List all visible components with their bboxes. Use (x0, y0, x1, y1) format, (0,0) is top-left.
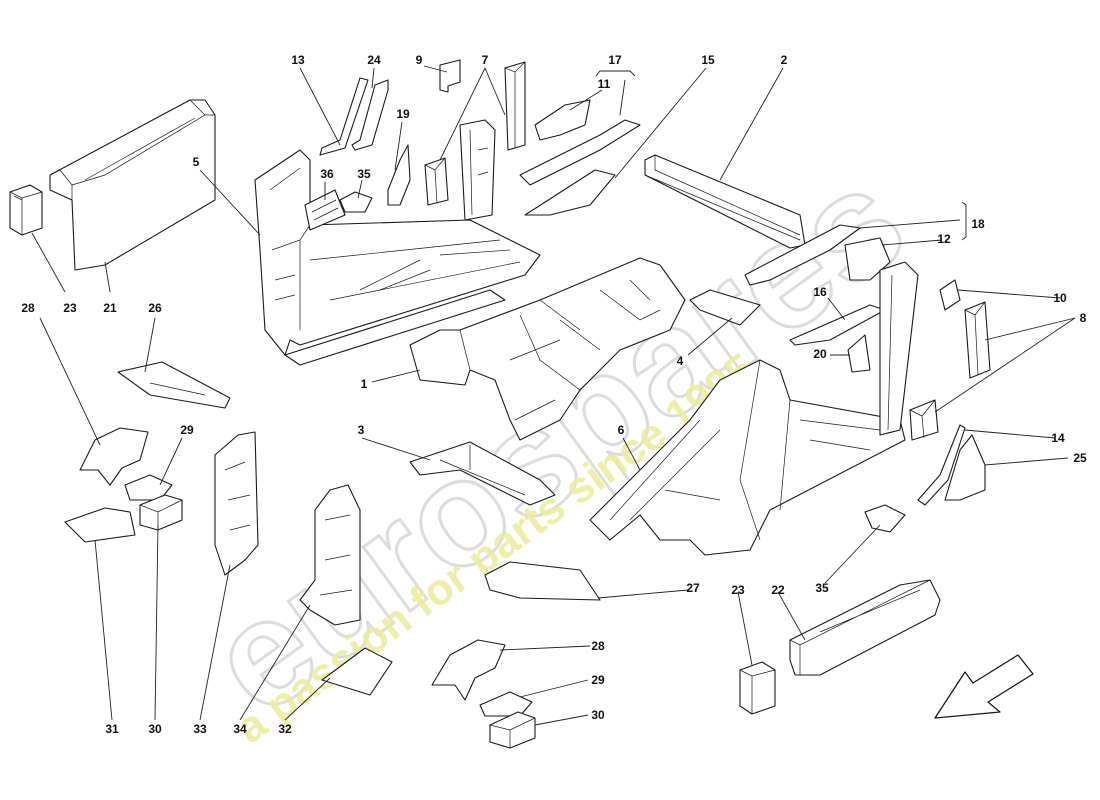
callout-24: 24 (367, 53, 381, 67)
callout-27: 27 (686, 581, 700, 595)
callout-28-lower: 28 (591, 639, 605, 653)
part-29-bracket-lower (479, 691, 533, 717)
part-10-bracket (939, 279, 961, 311)
part-7-box-sections (424, 61, 526, 206)
callout-21: 21 (103, 301, 117, 315)
part-34-pillar (299, 484, 361, 626)
part-28-bracket-lower (431, 639, 506, 701)
part-19-bracket (387, 144, 411, 206)
callout-14: 14 (1051, 431, 1065, 445)
callout-29-lower: 29 (591, 673, 605, 687)
callout-18: 18 (971, 217, 985, 231)
part-9-bracket (439, 59, 461, 93)
part-5-b-pillar (459, 119, 496, 221)
callout-8: 8 (1080, 311, 1087, 325)
callout-2: 2 (781, 53, 788, 67)
callout-35-lower: 35 (815, 581, 829, 595)
leader-lines (31, 65, 1076, 726)
part-16-rail (789, 304, 886, 346)
part-15-panel (524, 169, 616, 216)
callout-30-bottom: 30 (148, 722, 162, 736)
callout-7: 7 (482, 53, 489, 67)
part-28-bracket-top (79, 427, 149, 486)
direction-arrow (934, 654, 1034, 719)
callout-22: 22 (771, 583, 785, 597)
callout-3: 3 (358, 423, 365, 437)
part-13-strip (319, 77, 369, 156)
callout-30-lower: 30 (591, 708, 605, 722)
callout-29-top: 29 (180, 423, 194, 437)
part-3-cross-member (409, 441, 556, 506)
part-23-box-top (9, 184, 43, 236)
callout-11: 11 (598, 77, 611, 91)
part-32-floor-plate (321, 647, 393, 696)
part-27-floor-plate (484, 561, 601, 601)
callout-35-top: 35 (357, 167, 371, 181)
callout-28-top: 28 (21, 301, 35, 315)
part-33-pillar (214, 431, 259, 576)
callout-13: 13 (291, 53, 305, 67)
callout-26: 26 (148, 301, 162, 315)
part-1-central-tunnel (409, 257, 686, 441)
part-22-side-sill (789, 579, 941, 676)
part-31-floor-plate (64, 507, 136, 543)
callout-15: 15 (701, 53, 715, 67)
callout-36: 36 (320, 167, 334, 181)
part-14-strip (917, 424, 966, 506)
callout-5: 5 (193, 155, 200, 169)
part-21-side-sill (49, 99, 216, 271)
part-4-floor-panel (689, 289, 761, 326)
callout-20: 20 (813, 347, 827, 361)
callout-10: 10 (1053, 291, 1067, 305)
part-6-right-floor-assembly (589, 261, 919, 556)
callout-23-top: 23 (63, 301, 77, 315)
callout-32: 32 (278, 722, 292, 736)
callout-labels: 13 24 9 7 17 11 15 2 19 36 35 5 18 12 23… (21, 53, 1087, 736)
part-23-box-lower (739, 661, 776, 715)
callout-4: 4 (677, 354, 684, 368)
part-30-block-top (139, 494, 183, 531)
callout-33: 33 (193, 722, 207, 736)
part-5-left-floor-assembly (254, 149, 541, 366)
callout-1: 1 (361, 377, 368, 391)
part-24-pillar-trim (351, 79, 389, 151)
part-35-bracket-top (339, 191, 373, 213)
callout-12: 12 (937, 232, 951, 246)
part-35-bracket-lower (864, 504, 906, 533)
callout-25: 25 (1073, 451, 1087, 465)
part-20-bracket (847, 334, 871, 373)
part-26-floor-plate (117, 361, 231, 409)
part-30-block-lower (489, 711, 536, 749)
callout-34: 34 (233, 722, 247, 736)
callout-9: 9 (416, 53, 423, 67)
callout-23-lower: 23 (731, 583, 745, 597)
part-29-bracket-top (124, 474, 173, 501)
callout-16: 16 (813, 285, 827, 299)
part-8-box-sections (909, 301, 991, 441)
part-11-bracket (534, 99, 591, 141)
part-17-rail (519, 119, 641, 186)
callout-17: 17 (608, 53, 622, 67)
part-18-rail (744, 224, 861, 286)
callout-6: 6 (618, 423, 625, 437)
callout-31: 31 (105, 722, 119, 736)
callout-19: 19 (396, 107, 410, 121)
